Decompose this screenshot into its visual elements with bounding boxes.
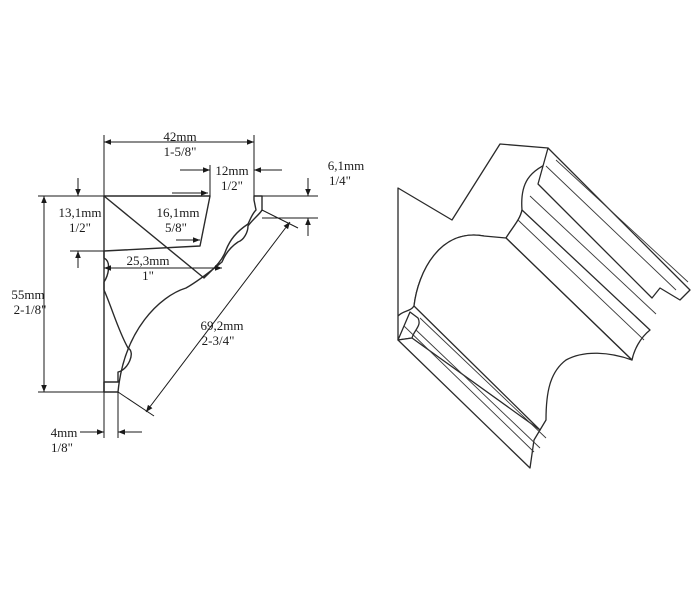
bottom-ledge-in: 1" xyxy=(142,268,154,283)
bottom-ledge-mm: 25,3mm xyxy=(127,253,170,268)
iso-bottom-face xyxy=(397,337,541,469)
inner-depth-mm: 16,1mm xyxy=(157,205,200,220)
width-total-mm: 42mm xyxy=(163,129,196,144)
top-step-mm: 12mm xyxy=(215,163,248,178)
dimension-labels: 42mm 1-5/8" 12mm 1/2" 6,1mm 1/4" 13,1mm … xyxy=(11,129,364,455)
dimension-lines xyxy=(38,135,318,438)
foot-in: 1/8" xyxy=(51,440,73,455)
width-total-in: 1-5/8" xyxy=(164,144,197,159)
top-step-in: 1/2" xyxy=(221,178,243,193)
left-drop-in: 1/2" xyxy=(69,220,91,235)
iso-top-face xyxy=(537,147,691,301)
right-drop-mm: 6,1mm xyxy=(328,158,364,173)
molding-isometric-view xyxy=(397,143,691,469)
iso-inner-face xyxy=(413,234,633,431)
inner-depth-in: 5/8" xyxy=(165,220,187,235)
diagonal-in: 2-3/4" xyxy=(202,333,235,348)
height-total-in: 2-1/8" xyxy=(14,302,47,317)
right-drop-in: 1/4" xyxy=(329,173,351,188)
height-total-mm: 55mm xyxy=(11,287,44,302)
foot-mm: 4mm xyxy=(51,425,78,440)
diagonal-mm: 69,2mm xyxy=(201,318,244,333)
left-drop-mm: 13,1mm xyxy=(59,205,102,220)
